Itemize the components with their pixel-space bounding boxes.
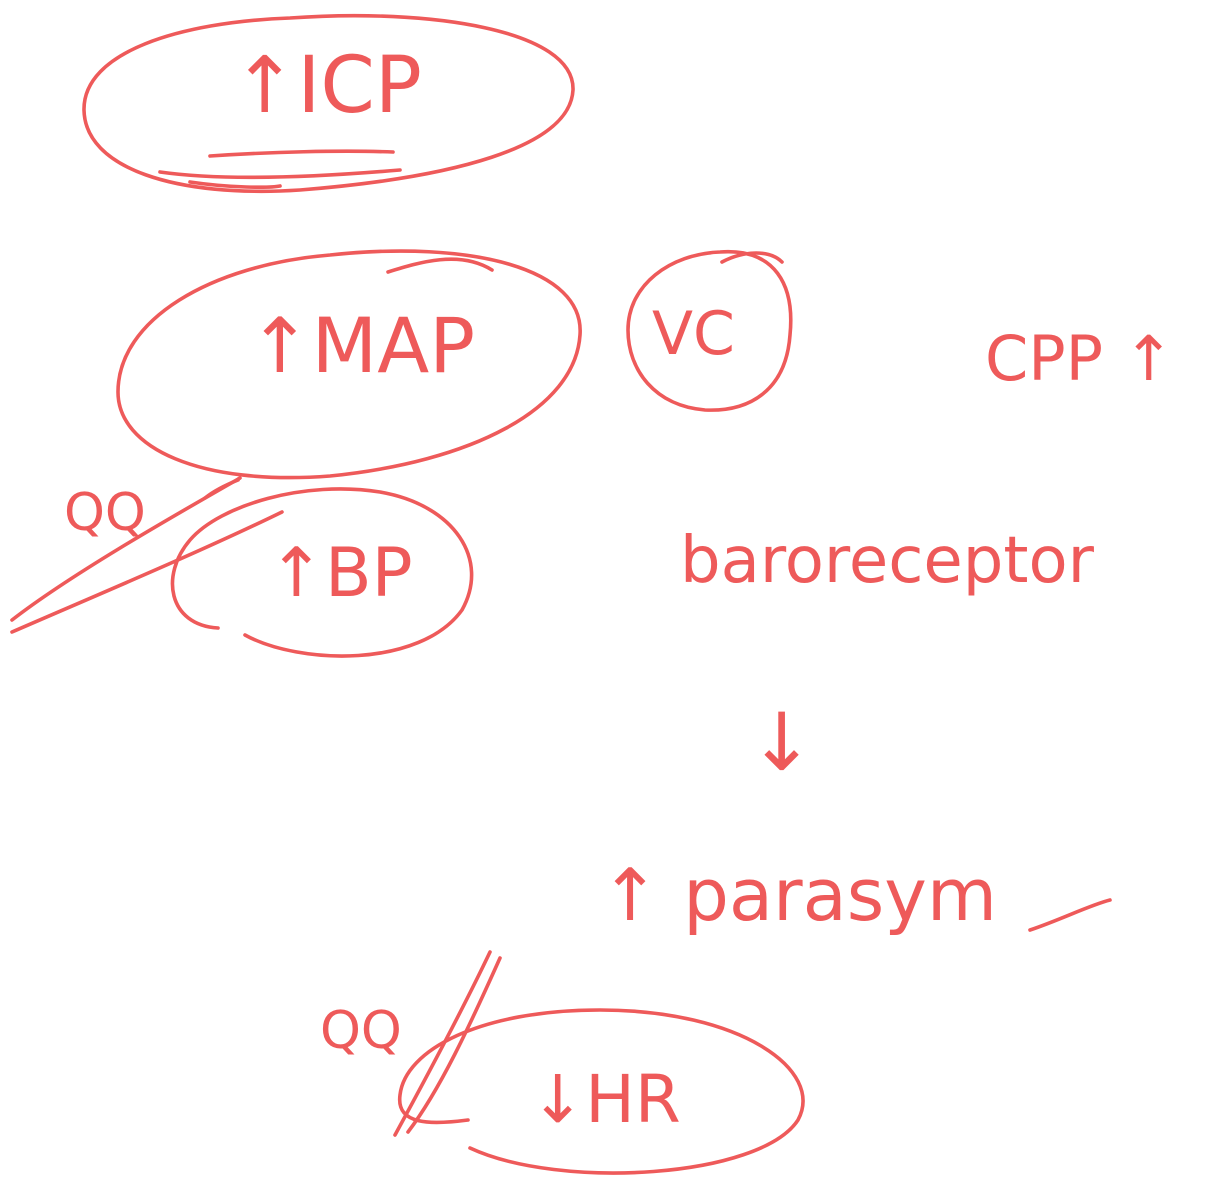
hr-group: ↓HR QQ bbox=[320, 950, 805, 1175]
icp-label: ↑ICP bbox=[232, 41, 422, 131]
vc-circle bbox=[626, 249, 793, 412]
hr-circle bbox=[398, 1008, 805, 1175]
hr-slash-2 bbox=[406, 956, 502, 1134]
bp-label: ↑BP bbox=[268, 534, 413, 613]
icp-group: ↑ICP bbox=[82, 13, 575, 194]
hr-label: ↓HR bbox=[530, 1061, 681, 1138]
map-overline bbox=[386, 257, 494, 274]
vc-overline bbox=[720, 251, 784, 264]
map-label: ↑MAP bbox=[248, 301, 475, 390]
parasym-tail bbox=[1028, 898, 1112, 932]
parasym-group: ↑ parasym bbox=[600, 853, 1112, 937]
map-circle bbox=[116, 249, 582, 480]
icp-circle bbox=[82, 13, 575, 194]
bp-slash-2 bbox=[10, 510, 284, 634]
bp-qq-label: QQ bbox=[64, 483, 146, 543]
hr-slash-1 bbox=[393, 950, 492, 1137]
icp-underline-2 bbox=[158, 168, 402, 180]
hr-qq-label: QQ bbox=[320, 1001, 402, 1061]
cpp-label: CPP ↑ bbox=[985, 322, 1175, 395]
icp-underline-3 bbox=[188, 180, 282, 189]
map-group: ↑MAP bbox=[116, 249, 582, 480]
baroreceptor-label: baroreceptor bbox=[680, 524, 1095, 598]
bp-group: ↑BP QQ bbox=[10, 476, 474, 658]
vc-label: VC bbox=[652, 299, 735, 369]
down-arrow: ↓ bbox=[748, 696, 815, 789]
icp-underline-1 bbox=[208, 149, 395, 158]
parasym-label: ↑ parasym bbox=[600, 853, 997, 937]
vc-group: VC bbox=[626, 249, 793, 412]
bp-slash-3 bbox=[203, 478, 240, 500]
bp-circle bbox=[170, 487, 474, 658]
